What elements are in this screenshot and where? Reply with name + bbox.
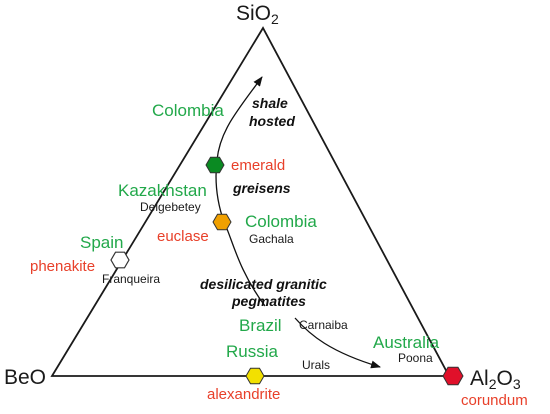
phenakite-marker xyxy=(110,251,130,269)
vertex-beo-label: BeO xyxy=(4,366,46,389)
deposit-shale-line2: hosted xyxy=(249,113,295,129)
locality-australia: Australia xyxy=(373,333,440,352)
trend-curve-upper xyxy=(215,76,266,307)
euclase-marker xyxy=(212,213,232,231)
trend-curve-lower xyxy=(294,317,381,369)
locality-franqueira: Franqueira xyxy=(102,272,160,286)
deposit-greisens: greisens xyxy=(232,180,291,196)
locality-urals: Urals xyxy=(302,358,330,372)
locality-spain: Spain xyxy=(80,233,123,252)
locality-poona: Poona xyxy=(398,351,433,365)
mineral-euclase-label: euclase xyxy=(157,228,209,245)
mineral-corundum-label: corundum xyxy=(461,392,528,409)
corundum-marker xyxy=(442,366,464,386)
locality-delgebetey: Delgebetey xyxy=(140,200,201,214)
mineral-emerald-label: emerald xyxy=(231,157,285,174)
locality-carnaiba: Carnaiba xyxy=(299,318,348,332)
alexandrite-marker xyxy=(245,367,265,385)
locality-kazakhstan: Kazakhstan xyxy=(118,181,207,200)
deposit-pegmatite-line1: desilicated granitic xyxy=(200,276,327,292)
emerald-marker xyxy=(205,156,225,174)
deposit-pegmatite-line2: pegmatites xyxy=(231,293,306,309)
locality-gachala: Gachala xyxy=(249,232,294,246)
locality-colombia-upper: Colombia xyxy=(152,101,224,120)
deposit-shale-line1: shale xyxy=(252,95,288,111)
mineral-alexandrite-label: alexandrite xyxy=(207,386,280,403)
vertex-al2o3-label: Al2O3 xyxy=(470,367,521,392)
locality-colombia-middle: Colombia xyxy=(245,212,317,231)
vertex-sio2-label: SiO2 xyxy=(236,2,279,27)
mineral-phenakite-label: phenakite xyxy=(30,258,95,275)
locality-russia: Russia xyxy=(226,342,279,361)
locality-brazil: Brazil xyxy=(239,316,282,335)
